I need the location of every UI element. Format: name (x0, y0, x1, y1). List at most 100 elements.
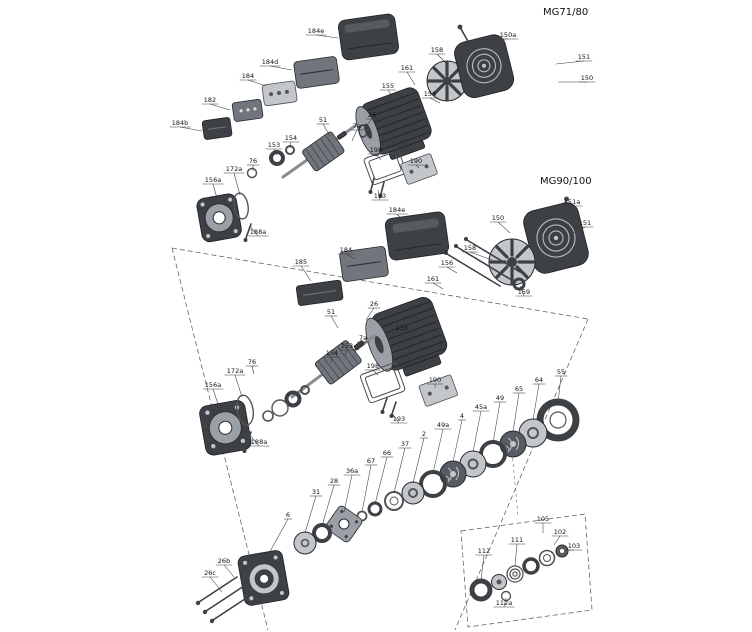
base-gasket (363, 147, 407, 185)
label-leader-line (387, 89, 396, 101)
label-leader-line (365, 307, 375, 321)
part-label: 4 (460, 412, 464, 420)
part-label: 188a (250, 228, 266, 236)
label-leader-line (322, 123, 331, 137)
neck-ring (419, 470, 447, 498)
seal-cap (555, 544, 569, 558)
label-leader-line (480, 554, 485, 582)
fan-cover (454, 34, 515, 99)
label-leader-line (249, 434, 260, 447)
label-leader-line (406, 71, 416, 86)
part-label: 153 (268, 141, 280, 149)
part-label: 184 (340, 246, 352, 254)
label-leader-line (412, 437, 425, 484)
label-leader-line (330, 315, 339, 329)
part-label: 37 (401, 440, 409, 448)
o-ring (233, 192, 249, 220)
part-label: 111 (511, 536, 523, 544)
label-leader-line (273, 148, 278, 156)
seal-seat (469, 578, 493, 602)
part-label: 105 (537, 515, 549, 523)
label-leader-line (391, 412, 400, 424)
part-label: 45a (475, 403, 487, 411)
label-leader-line (377, 189, 381, 201)
terminal-block (261, 80, 298, 107)
label-leader-line (304, 495, 317, 534)
spring-washer (246, 167, 258, 179)
model-label-mg90-100: MG90/100 (540, 176, 592, 187)
seal-face-ring (491, 574, 507, 590)
label-leader-line (429, 97, 441, 104)
part-label: 184e (389, 206, 405, 214)
part-label: 26 (368, 111, 376, 119)
label-leader-line (553, 535, 561, 546)
label-leader-line (497, 221, 511, 234)
label-leader-line (300, 265, 312, 282)
label-leader-line (446, 266, 458, 274)
part-label: 112a (496, 599, 512, 607)
part-label: 64 (535, 376, 543, 384)
foot-plate (400, 153, 438, 185)
label-leader-line (432, 428, 444, 474)
part-label: 7a (353, 122, 361, 130)
label-leader-line (512, 392, 520, 433)
washer (285, 145, 295, 155)
part-label: 198 (370, 146, 382, 154)
part-label: 26 (370, 300, 378, 308)
washer (300, 385, 310, 395)
label-leader-line (436, 53, 447, 64)
label-leader-line (432, 282, 444, 290)
part-label: 49a (437, 421, 449, 429)
part-label: 76 (248, 358, 256, 366)
label-leader-line (269, 65, 293, 71)
label-leader-line (212, 388, 219, 405)
part-label: 112 (478, 547, 490, 555)
seal-retainer (522, 557, 540, 575)
label-leader-line (179, 126, 203, 132)
terminal-box-base (339, 246, 389, 282)
rotor-shaft (281, 124, 357, 179)
base-screws (380, 397, 397, 418)
part-label: 151 (579, 219, 591, 227)
label-leader-line (415, 164, 420, 169)
part-label: 158 (464, 244, 476, 252)
end-flange (196, 193, 242, 243)
seal-plate (325, 505, 363, 543)
label-leader-line (492, 401, 501, 444)
terminal-box-cover (384, 211, 450, 261)
part-label: 184 (242, 72, 254, 80)
part-label: 172a (226, 165, 242, 173)
assembly-mg71-80 (196, 13, 515, 243)
spring-washer (262, 410, 274, 422)
part-label: 102 (554, 528, 566, 536)
terminal-box-cover (337, 13, 399, 61)
part-label: 66 (383, 449, 391, 457)
label-leader-line (557, 375, 562, 404)
circlip (271, 399, 289, 417)
terminal-box-mid (293, 56, 340, 89)
wear-ring (384, 491, 404, 511)
label-leader-line (267, 518, 289, 556)
part-label: 151a (564, 198, 580, 206)
chamber-disc (401, 481, 425, 505)
connector-block (231, 98, 264, 122)
label-leader-line (362, 118, 373, 131)
fan-cover-screw (560, 196, 569, 214)
label-leader-line (247, 79, 267, 87)
part-label: 159 (518, 288, 530, 296)
part-label: 2 (422, 430, 426, 438)
end-flange (199, 400, 252, 456)
label-leader-line (396, 213, 405, 222)
model-label-mg71-80: MG71/80 (543, 7, 588, 18)
circlip (358, 124, 368, 138)
part-label: 51 (319, 116, 327, 124)
part-label: 7a (359, 334, 367, 342)
label-leader-line (209, 576, 223, 593)
seal-washer (538, 549, 556, 567)
label-leader-line (209, 103, 231, 111)
flange-studs (195, 576, 252, 624)
fan-cover-screw (457, 24, 470, 44)
stator-housing (355, 87, 432, 160)
ball-bearing (269, 150, 285, 166)
